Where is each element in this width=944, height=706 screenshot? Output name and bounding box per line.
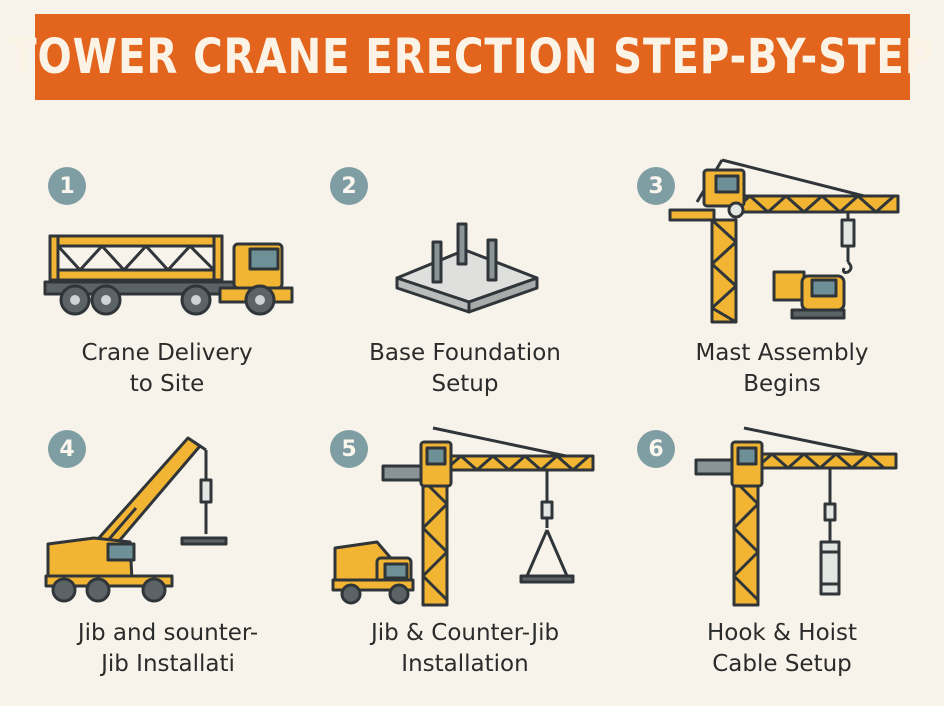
tower-crane-hook-icon [694,426,898,607]
caption-line-1: Mast Assembly [695,340,869,366]
step-5: 5 Jib & Counter-Jib Installation [315,420,615,700]
step-2: 2 Base Foundation Setup [315,150,615,430]
concrete-foundation-icon [395,222,539,314]
tower-crane-icon [668,158,900,324]
caption-line-2: Installation [401,651,529,677]
caption-line-1: Hook & Hoist [706,620,858,646]
step-caption: Jib and sounter- Jib Installati [18,618,318,680]
caption-line-1: Jib and sounter- [77,620,259,646]
flatbed-truck-icon [43,234,294,316]
step-number-badge: 3 [637,167,675,205]
step-caption: Base Foundation Setup [315,338,615,400]
tower-crane-with-truck-icon [331,426,595,607]
step-1: 1 Crane Delivery to Site [20,150,320,430]
step-3: 3 Mast Assembly Begins [632,150,932,430]
caption-line-2: Jib Installati [101,651,235,677]
step-number-badge: 4 [48,430,86,468]
step-6: 6 Hook & Hoist Cable Setup [632,420,932,700]
step-number-badge: 2 [330,167,368,205]
caption-line-1: Crane Delivery [81,340,253,366]
step-number-badge: 6 [637,430,675,468]
mobile-crane-icon [44,436,228,603]
step-4: 4 Jib and sounter- Jib Installati [20,420,320,700]
step-caption: Mast Assembly Begins [632,338,932,400]
step-caption: Hook & Hoist Cable Setup [632,618,932,680]
step-caption: Crane Delivery to Site [17,338,317,400]
caption-line-2: Setup [431,371,499,397]
page-title: TOWER CRANE ERECTION STEP-BY-STEP [9,29,936,85]
caption-line-1: Jib & Counter-Jib [370,620,560,646]
title-banner: TOWER CRANE ERECTION STEP-BY-STEP [10,14,935,100]
caption-line-2: to Site [129,371,205,397]
step-number-badge: 1 [48,167,86,205]
step-number-badge: 5 [330,430,368,468]
caption-line-2: Begins [743,371,821,397]
caption-line-2: Cable Setup [712,651,852,677]
caption-line-1: Base Foundation [369,340,561,366]
step-caption: Jib & Counter-Jib Installation [315,618,615,680]
